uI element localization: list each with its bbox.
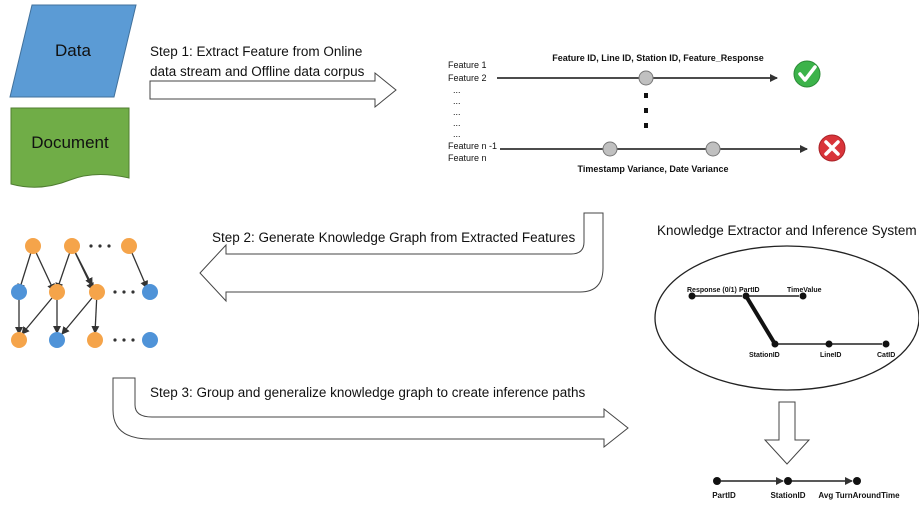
node-partid: PartID	[739, 287, 760, 294]
inference-ellipse	[654, 245, 919, 391]
document-label: Document	[31, 133, 109, 152]
inference-title: Knowledge Extractor and Inference System	[657, 223, 917, 238]
feature-node	[638, 70, 654, 86]
feature-header: Feature ID, Line ID, Station ID, Feature…	[552, 53, 764, 63]
step3-text: Step 3: Group and generalize knowledge g…	[150, 385, 586, 400]
feature-label-n-minus-1: Feature n -1	[448, 141, 497, 151]
path-node-stationid: StationID	[770, 491, 805, 500]
step1-arrow	[149, 71, 397, 109]
path-node-avg-turnaround: Avg TurnAroundTime	[818, 491, 900, 500]
knowledge-graph	[11, 238, 158, 348]
check-icon	[793, 60, 821, 88]
path-node-partid: PartID	[712, 491, 736, 500]
cross-icon	[818, 134, 846, 162]
feature-node	[705, 141, 721, 157]
step3-arrow	[112, 377, 629, 449]
node-response: Response (0/1)	[687, 287, 737, 294]
feature-label-ellipsis: ...	[453, 85, 461, 95]
feature-label-ellipsis: ...	[453, 96, 461, 106]
step1-text-line2: data stream and Offline data corpus	[150, 64, 365, 79]
inference-graph: Response (0/1) PartID TimeValue StationI…	[687, 287, 895, 359]
down-arrow	[763, 401, 811, 465]
feature-label-ellipsis: ...	[453, 118, 461, 128]
document-shape: Document	[10, 107, 130, 188]
feature-label-1: Feature 1	[448, 60, 487, 70]
graph-ellipsis	[89, 244, 135, 342]
step2-text: Step 2: Generate Knowledge Graph from Ex…	[212, 230, 575, 245]
data-shape: Data	[9, 4, 137, 98]
feature-label-ellipsis: ...	[453, 129, 461, 139]
node-stationid: StationID	[749, 352, 780, 359]
node-catid: CatID	[877, 352, 895, 359]
feature-label-2: Feature 2	[448, 73, 487, 83]
node-lineid: LineID	[820, 352, 841, 359]
data-label: Data	[55, 41, 91, 60]
feature-label-ellipsis: ...	[453, 107, 461, 117]
vertical-ellipsis-dot	[644, 108, 648, 113]
inference-path: PartID StationID Avg TurnAroundTime	[712, 477, 900, 500]
step2-arrow	[199, 212, 604, 303]
feature-footer: Timestamp Variance, Date Variance	[578, 164, 729, 174]
vertical-ellipsis-dot	[644, 123, 648, 128]
feature-node	[602, 141, 618, 157]
vertical-ellipsis-dot	[644, 93, 648, 98]
feature-panel: Feature ID, Line ID, Station ID, Feature…	[448, 53, 846, 174]
feature-label-n: Feature n	[448, 153, 487, 163]
step1-text-line1: Step 1: Extract Feature from Online	[150, 44, 362, 59]
node-timevalue: TimeValue	[787, 287, 822, 294]
